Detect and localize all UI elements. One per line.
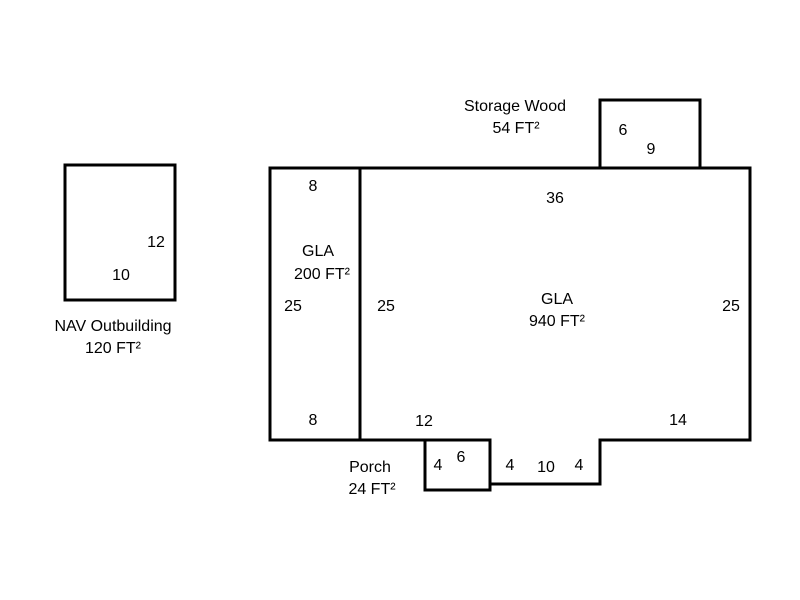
gla-main-dim-bottom-left: 12 <box>415 413 433 431</box>
gla-main-bump-dim-right: 4 <box>574 457 584 475</box>
storage-outline <box>598 98 702 170</box>
gla-main-outline <box>358 166 752 486</box>
gla-main-title: GLA <box>540 291 574 309</box>
gla-small-dim-top: 8 <box>308 178 318 196</box>
storage-dim-width: 9 <box>646 141 656 159</box>
storage-dim-height: 6 <box>618 122 628 140</box>
porch-area: 24 FT² <box>348 481 396 499</box>
gla-main-area: 940 FT² <box>528 313 586 331</box>
gla-small-dim-left: 25 <box>284 298 302 316</box>
storage-area: 54 FT² <box>492 120 540 138</box>
outbuilding-dim-height: 12 <box>147 234 165 252</box>
gla-small-dim-bottom: 8 <box>308 412 318 430</box>
gla-small-title: GLA <box>301 243 335 261</box>
porch-title: Porch <box>349 459 391 477</box>
gla-small-area: 200 FT² <box>293 266 351 284</box>
gla-main-dim-left: 25 <box>377 298 395 316</box>
outbuilding-outline <box>63 163 177 302</box>
gla-main-bump-dim-left: 4 <box>505 457 515 475</box>
porch-dim-height: 4 <box>433 457 443 475</box>
gla-small-outline <box>268 166 362 442</box>
gla-main-bump-dim-bottom: 10 <box>537 459 555 477</box>
outbuilding-area: 120 FT² <box>84 340 142 358</box>
gla-main-dim-top: 36 <box>546 190 564 208</box>
gla-main-dim-right: 25 <box>722 298 740 316</box>
outbuilding-title: NAV Outbuilding <box>54 318 172 336</box>
outbuilding-dim-width: 10 <box>112 267 130 285</box>
porch-outline <box>423 438 492 492</box>
gla-main-dim-bottom-right: 14 <box>669 412 687 430</box>
porch-dim-width: 6 <box>456 449 466 467</box>
storage-title: Storage Wood <box>464 98 566 116</box>
